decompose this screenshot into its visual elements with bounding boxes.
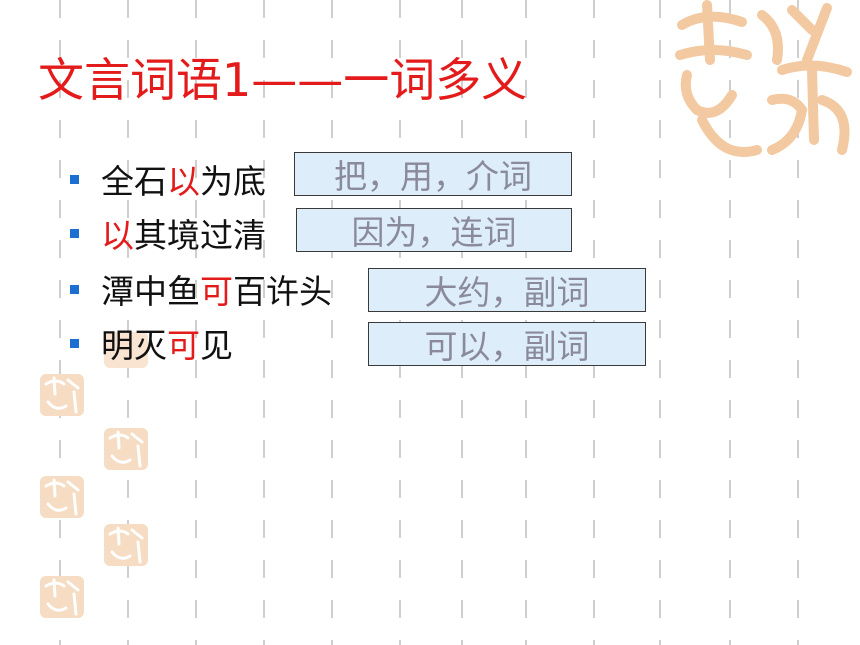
auspicious-seal-large-icon bbox=[675, 0, 852, 157]
auspicious-seal-small-icon bbox=[40, 374, 84, 416]
sentence-text: 明灭可见 bbox=[101, 326, 233, 365]
key-word: 可 bbox=[200, 272, 233, 311]
auspicious-seal-small-icon bbox=[40, 576, 84, 618]
list-item: 以其境过清 bbox=[70, 210, 266, 256]
answer-box: 把，用，介词 bbox=[294, 152, 572, 196]
slide-title: 文言词语1——一词多义 bbox=[38, 53, 528, 107]
bullet-square-icon bbox=[70, 174, 79, 184]
list-item: 明灭可见 bbox=[70, 320, 233, 366]
key-word: 以 bbox=[167, 162, 200, 201]
bullet-square-icon bbox=[70, 338, 79, 348]
key-word: 可 bbox=[167, 326, 200, 365]
bullet-square-icon bbox=[70, 284, 79, 294]
answer-box: 大约，副词 bbox=[368, 268, 646, 312]
auspicious-seal-small-icon bbox=[104, 524, 148, 566]
sentence-text: 全石以为底 bbox=[101, 162, 266, 201]
auspicious-seal-faint-icon bbox=[104, 332, 148, 368]
auspicious-seal-small-icon bbox=[104, 428, 148, 470]
answer-box: 可以，副词 bbox=[368, 322, 646, 366]
auspicious-seal-small-icon bbox=[40, 476, 84, 518]
list-item: 全石以为底 bbox=[70, 156, 266, 202]
sentence-text: 潭中鱼可百许头 bbox=[101, 272, 332, 311]
bullet-square-icon bbox=[70, 228, 79, 238]
sentence-text: 以其境过清 bbox=[101, 216, 266, 255]
answer-box: 因为，连词 bbox=[296, 208, 572, 252]
key-word: 以 bbox=[101, 216, 134, 255]
list-item: 潭中鱼可百许头 bbox=[70, 266, 332, 312]
